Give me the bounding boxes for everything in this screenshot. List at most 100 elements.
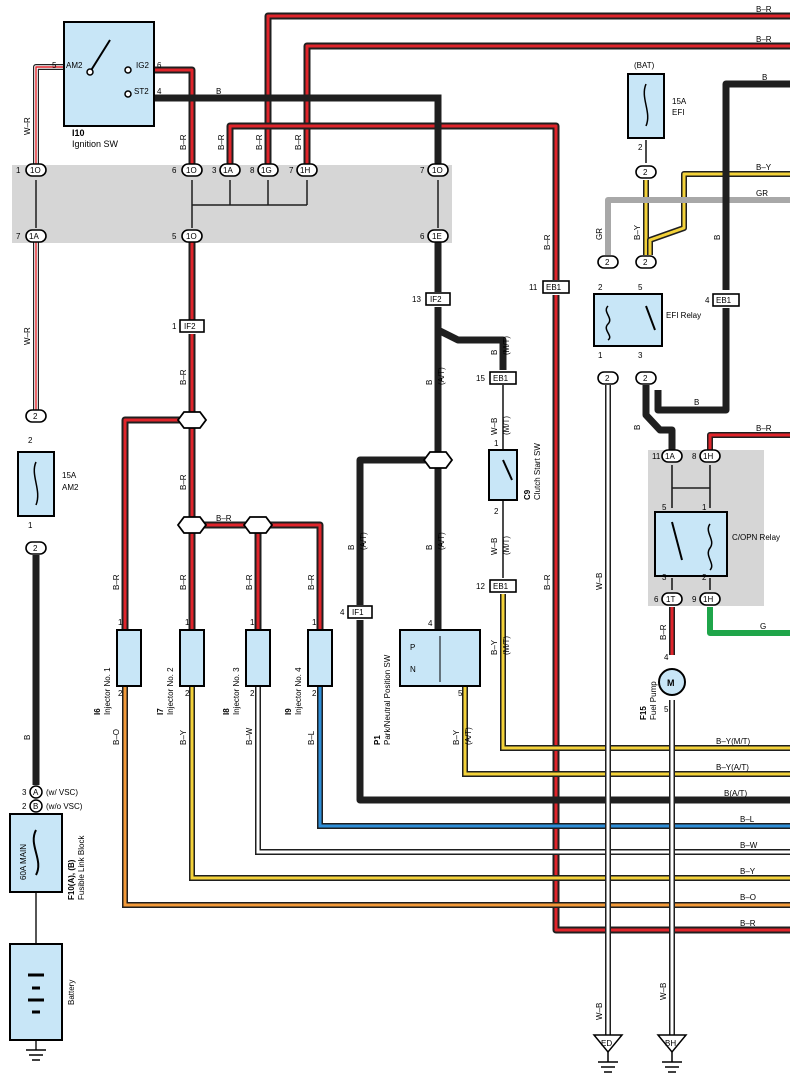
conn-1t: 1T [666,595,675,604]
wire-label: B–R [179,134,188,150]
pin-label: 2 [598,283,603,292]
pin-label: 1 [598,351,603,360]
inj2-name: Injector No. 2 [166,667,175,715]
pin-label: 5 [458,689,463,698]
wire-label: B–W [245,727,254,745]
conn-2-d: 2 [605,258,610,267]
wire-label: B–Y [452,729,461,745]
wire-label: W–B [595,1003,604,1020]
pin-label: 1 [702,503,707,512]
am2-fuse-name: AM2 [62,483,79,492]
copn-relay: C/OPN Relay [654,511,780,577]
fuel-pump-name: Fuel Pump [649,681,658,720]
wire-label: W–R [23,327,32,345]
wire-labels: W–R W–R B B–R B–R B–R B–R B–R B–R B–R B–… [23,5,772,1020]
pin-label: 1 [118,618,123,627]
pin-label: 3 [638,351,643,360]
pin-label: 5 [662,503,667,512]
wire-label: B–Y(M/T) [716,737,751,746]
injector-3: I8 Injector No. 3 [222,629,271,715]
wire-label: B–R [740,919,756,928]
efi-fuse: (BAT) 15A EFI [627,61,687,139]
pin-label: 1 [28,521,33,530]
inj4-name: Injector No. 4 [294,667,303,715]
junction-block-top [12,165,452,243]
wire-label: B–R [255,134,264,150]
variant-a: (w/ VSC) [46,788,78,797]
clutch-code: C9 [523,489,532,500]
conn-1o-bot: 1O [186,232,197,241]
wire-label: GR [756,189,768,198]
pin-label: 5 [172,232,177,241]
wire-label: GR [595,228,604,240]
wire-label: W–R [23,117,32,135]
battery-label: Battery [67,980,76,1005]
conn-1o-right: 1O [432,166,443,175]
efi-source: (BAT) [634,61,655,70]
wire-label: B–Y [179,729,188,745]
conn-eb1-c: EB1 [493,582,509,591]
wire-label: B–Y(A/T) [716,763,749,772]
pin-label: 1 [494,439,499,448]
pin-label: 3 [22,788,27,797]
pin-label: 3 [662,573,667,582]
ignition-switch: AM2 IG2 ST2 5 6 4 I10 Ignition SW [52,21,162,149]
pin-label: 11 [652,452,661,461]
wire-label: B–L [740,815,755,824]
clutch-name: Clutch Start SW [533,443,542,500]
wire-label: B–O [740,893,756,902]
conn-1g: 1G [261,166,272,175]
wire-label: (A/T) [437,532,446,550]
wire-b-y-outputs [462,594,790,777]
conn-1o-a: 1O [186,166,197,175]
pin-label: 2 [250,689,255,698]
wire-b-r-top [150,12,790,934]
conn-2-f: 2 [605,374,610,383]
wire-label: B–R [245,574,254,590]
am2-fuse-rating: 15A [62,471,77,480]
inj2-code: I7 [156,708,165,715]
wire-label: B–R [543,574,552,590]
pin-label: 7 [289,166,294,175]
injector-1: I6 Injector No. 1 [93,629,142,715]
wire-label: B–R [294,134,303,150]
pin-label: 1 [172,322,177,331]
junction-bus [35,180,439,228]
efi-rating: 15A [672,97,687,106]
wire-label: B–R [217,134,226,150]
wire-label: (M/T) [502,536,511,555]
wire-label: B(A/T) [724,789,747,798]
pin-label: 2 [638,143,643,152]
pin-label: 2 [185,689,190,698]
copn-relay-label: C/OPN Relay [732,533,780,542]
ground-bh: BH [656,1034,688,1073]
pin-label: 2 [28,436,33,445]
pin-label: 6 [172,166,177,175]
wire-label: B–R [179,574,188,590]
am2-terminal: AM2 [66,61,83,70]
wire-label: (M/T) [502,636,511,655]
conn-2-g: 2 [643,374,648,383]
p-label: P [410,643,415,652]
connectors: 1O 1A 1O 1O 1A 1G 1H 1O 1E IF2 IF2 IF1 E… [25,163,740,619]
pin-label: 1 [250,618,255,627]
wire-label: B–R [543,234,552,250]
wire-label: B–R [756,424,772,433]
conn-eb1-d: EB1 [716,296,732,305]
wire-injector-outputs [122,686,790,908]
wire-label: (A/T) [437,367,446,385]
conn-2-a: 2 [33,412,38,421]
conn-b: B [33,802,38,811]
wire-label: W–B [490,418,499,435]
pin-label: 4 [705,296,710,305]
ignition-sw-code: I10 [72,128,85,138]
wire-label: G [760,622,766,631]
efi-name: EFI [672,108,684,117]
inj3-name: Injector No. 3 [232,667,241,715]
ground-ed: ED [592,1034,624,1073]
clutch-start-sw: C9 Clutch Start SW [488,443,542,501]
conn-if2-b: IF2 [430,295,442,304]
pin-label: 5 [664,705,669,714]
pn-name: Park/Neutral Position SW [383,654,392,745]
